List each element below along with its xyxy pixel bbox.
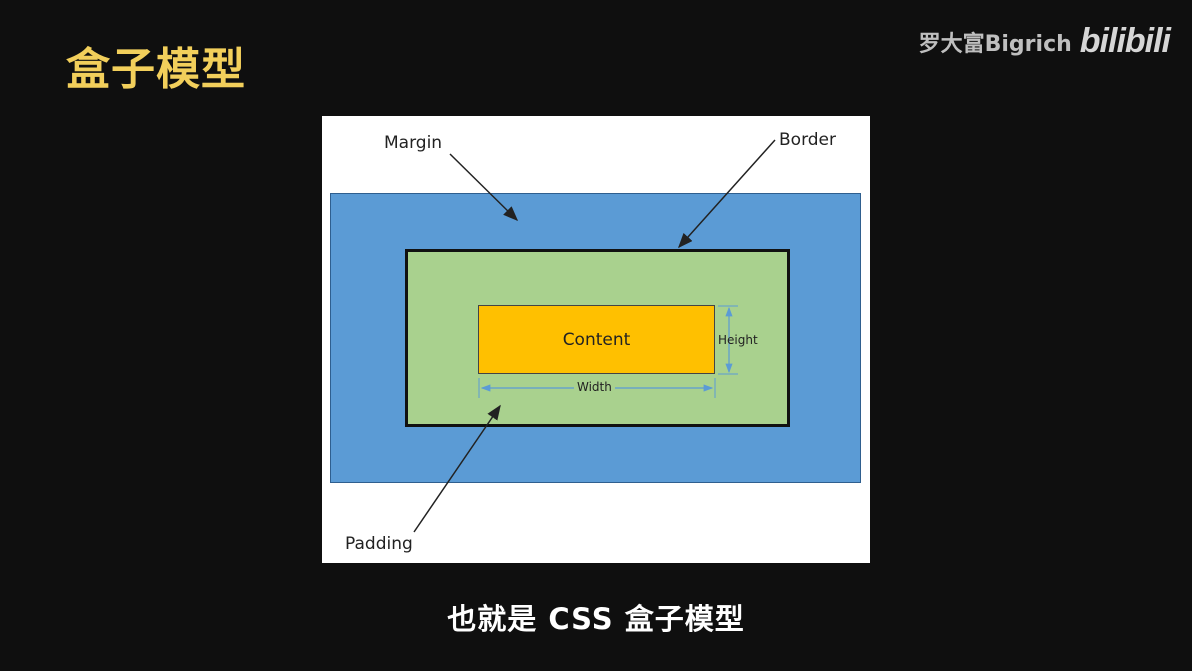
- channel-watermark: 罗大富Bigrich bilibili: [918, 22, 1171, 61]
- video-subtitle: 也就是 CSS 盒子模型: [447, 602, 745, 636]
- border-label: Border: [779, 130, 836, 150]
- height-label: Height: [718, 333, 758, 347]
- border-pointer-arrow: [677, 139, 776, 249]
- margin-pointer-arrow: [449, 153, 519, 222]
- padding-pointer-arrow: [413, 404, 501, 533]
- slide-title: 盒子模型: [66, 44, 246, 95]
- bilibili-logo: bilibili: [1079, 22, 1171, 60]
- box-model-diagram: Content Margin Border Padding Height Wid…: [322, 116, 870, 563]
- padding-label: Padding: [345, 534, 413, 554]
- diagram-arrows: [413, 139, 776, 533]
- width-label: Width: [574, 380, 615, 394]
- content-label: Content: [562, 329, 631, 350]
- content-area: Content: [478, 305, 715, 374]
- margin-label: Margin: [384, 133, 443, 153]
- creator-name: 罗大富Bigrich: [918, 31, 1072, 57]
